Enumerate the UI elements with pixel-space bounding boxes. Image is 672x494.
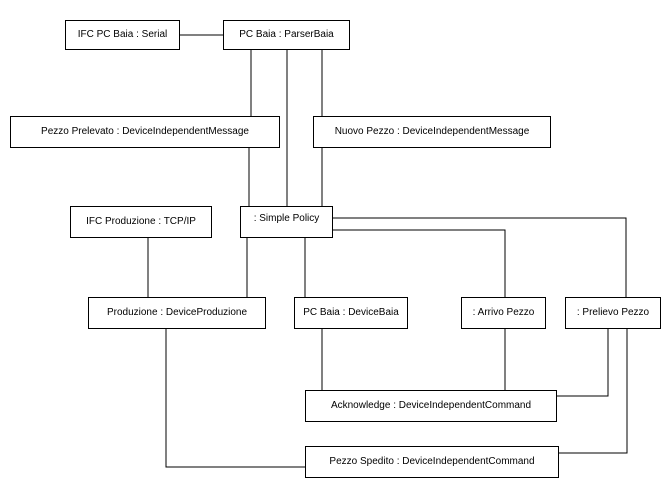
object-simple-policy[interactable]: : Simple Policy	[240, 206, 333, 238]
object-nuovo-pezzo[interactable]: Nuovo Pezzo : DeviceIndependentMessage	[313, 116, 551, 148]
object-pezzo-prelevato[interactable]: Pezzo Prelevato : DeviceIndependentMessa…	[10, 116, 280, 148]
object-label: : Arrivo Pezzo	[472, 307, 535, 318]
object-label: Nuovo Pezzo : DeviceIndependentMessage	[334, 126, 530, 137]
object-ifc-pc-baia[interactable]: IFC PC Baia : Serial	[65, 20, 180, 50]
object-prelievo-pezzo[interactable]: : Prelievo Pezzo	[565, 297, 661, 329]
object-pc-baia-parser[interactable]: PC Baia : ParserBaia	[223, 20, 350, 50]
object-ifc-produzione[interactable]: IFC Produzione : TCP/IP	[70, 206, 212, 238]
link-prelievo-pezzo-to-acknowledge	[557, 329, 609, 397]
object-arrivo-pezzo[interactable]: : Arrivo Pezzo	[461, 297, 546, 329]
object-label: : Simple Policy	[253, 213, 320, 224]
object-label: Acknowledge : DeviceIndependentCommand	[330, 400, 532, 411]
object-label: IFC Produzione : TCP/IP	[86, 216, 196, 227]
object-pc-baia-device[interactable]: PC Baia : DeviceBaia	[294, 297, 408, 329]
link-prelievo-pezzo-to-pezzo-spedito	[559, 329, 628, 454]
object-acknowledge[interactable]: Acknowledge : DeviceIndependentCommand	[305, 390, 557, 422]
link-policy-to-prelievo-pezzo	[333, 217, 627, 297]
object-label: Pezzo Prelevato : DeviceIndependentMessa…	[41, 126, 249, 137]
object-label: IFC PC Baia : Serial	[77, 29, 168, 40]
object-label: PC Baia : DeviceBaia	[303, 307, 399, 318]
object-label: Pezzo Spedito : DeviceIndependentCommand	[329, 456, 535, 467]
object-label: : Prelievo Pezzo	[576, 307, 650, 318]
object-label: PC Baia : ParserBaia	[239, 29, 334, 40]
object-pezzo-spedito[interactable]: Pezzo Spedito : DeviceIndependentCommand	[305, 446, 559, 478]
object-produzione[interactable]: Produzione : DeviceProduzione	[88, 297, 266, 329]
link-policy-to-arrivo-pezzo	[333, 229, 506, 297]
object-label: Produzione : DeviceProduzione	[106, 307, 248, 318]
link-produzione-to-pezzo-spedito	[165, 329, 305, 468]
